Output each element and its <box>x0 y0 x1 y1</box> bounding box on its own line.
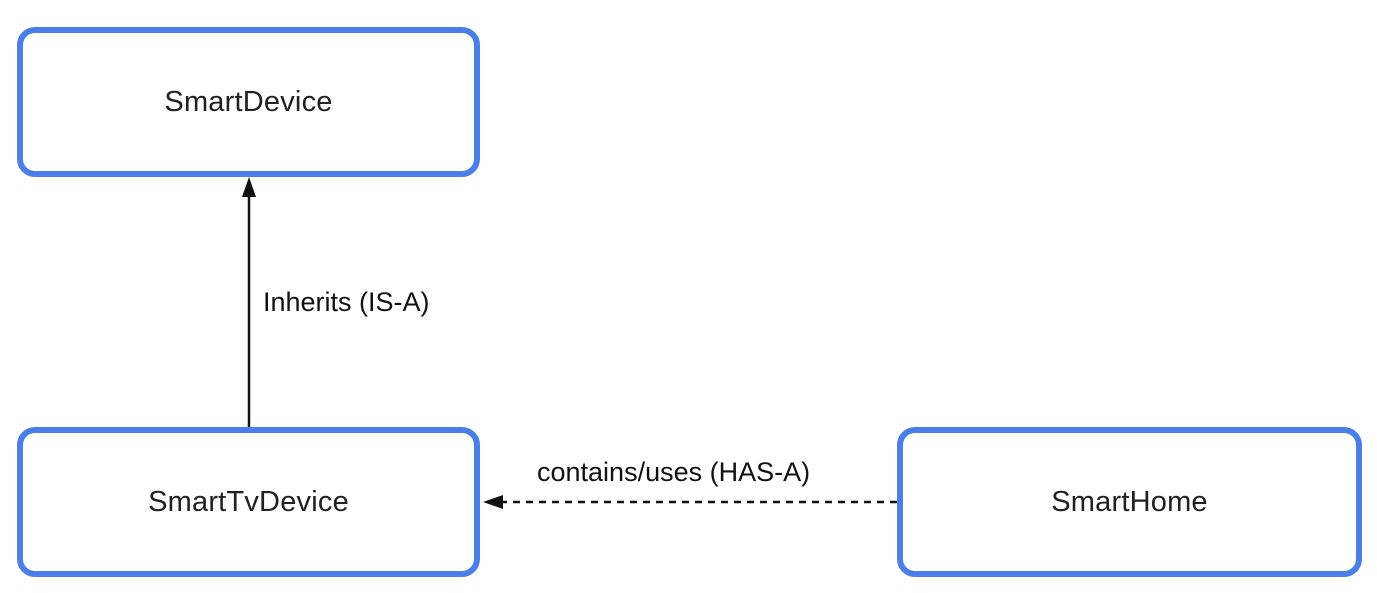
node-smart-home: SmartHome <box>897 427 1362 577</box>
node-smart-tv-device-label: SmartTvDevice <box>148 485 349 518</box>
node-smart-home-label: SmartHome <box>1051 485 1208 518</box>
edge-contains-arrow <box>483 495 897 509</box>
node-smart-device-label: SmartDevice <box>164 85 333 118</box>
edge-label-inherits: Inherits (IS-A) <box>263 287 430 317</box>
edge-label-contains: contains/uses (HAS-A) <box>537 457 811 487</box>
node-smart-device: SmartDevice <box>17 27 480 177</box>
node-smart-tv-device: SmartTvDevice <box>17 427 480 577</box>
edge-inherits-arrow <box>242 177 256 427</box>
